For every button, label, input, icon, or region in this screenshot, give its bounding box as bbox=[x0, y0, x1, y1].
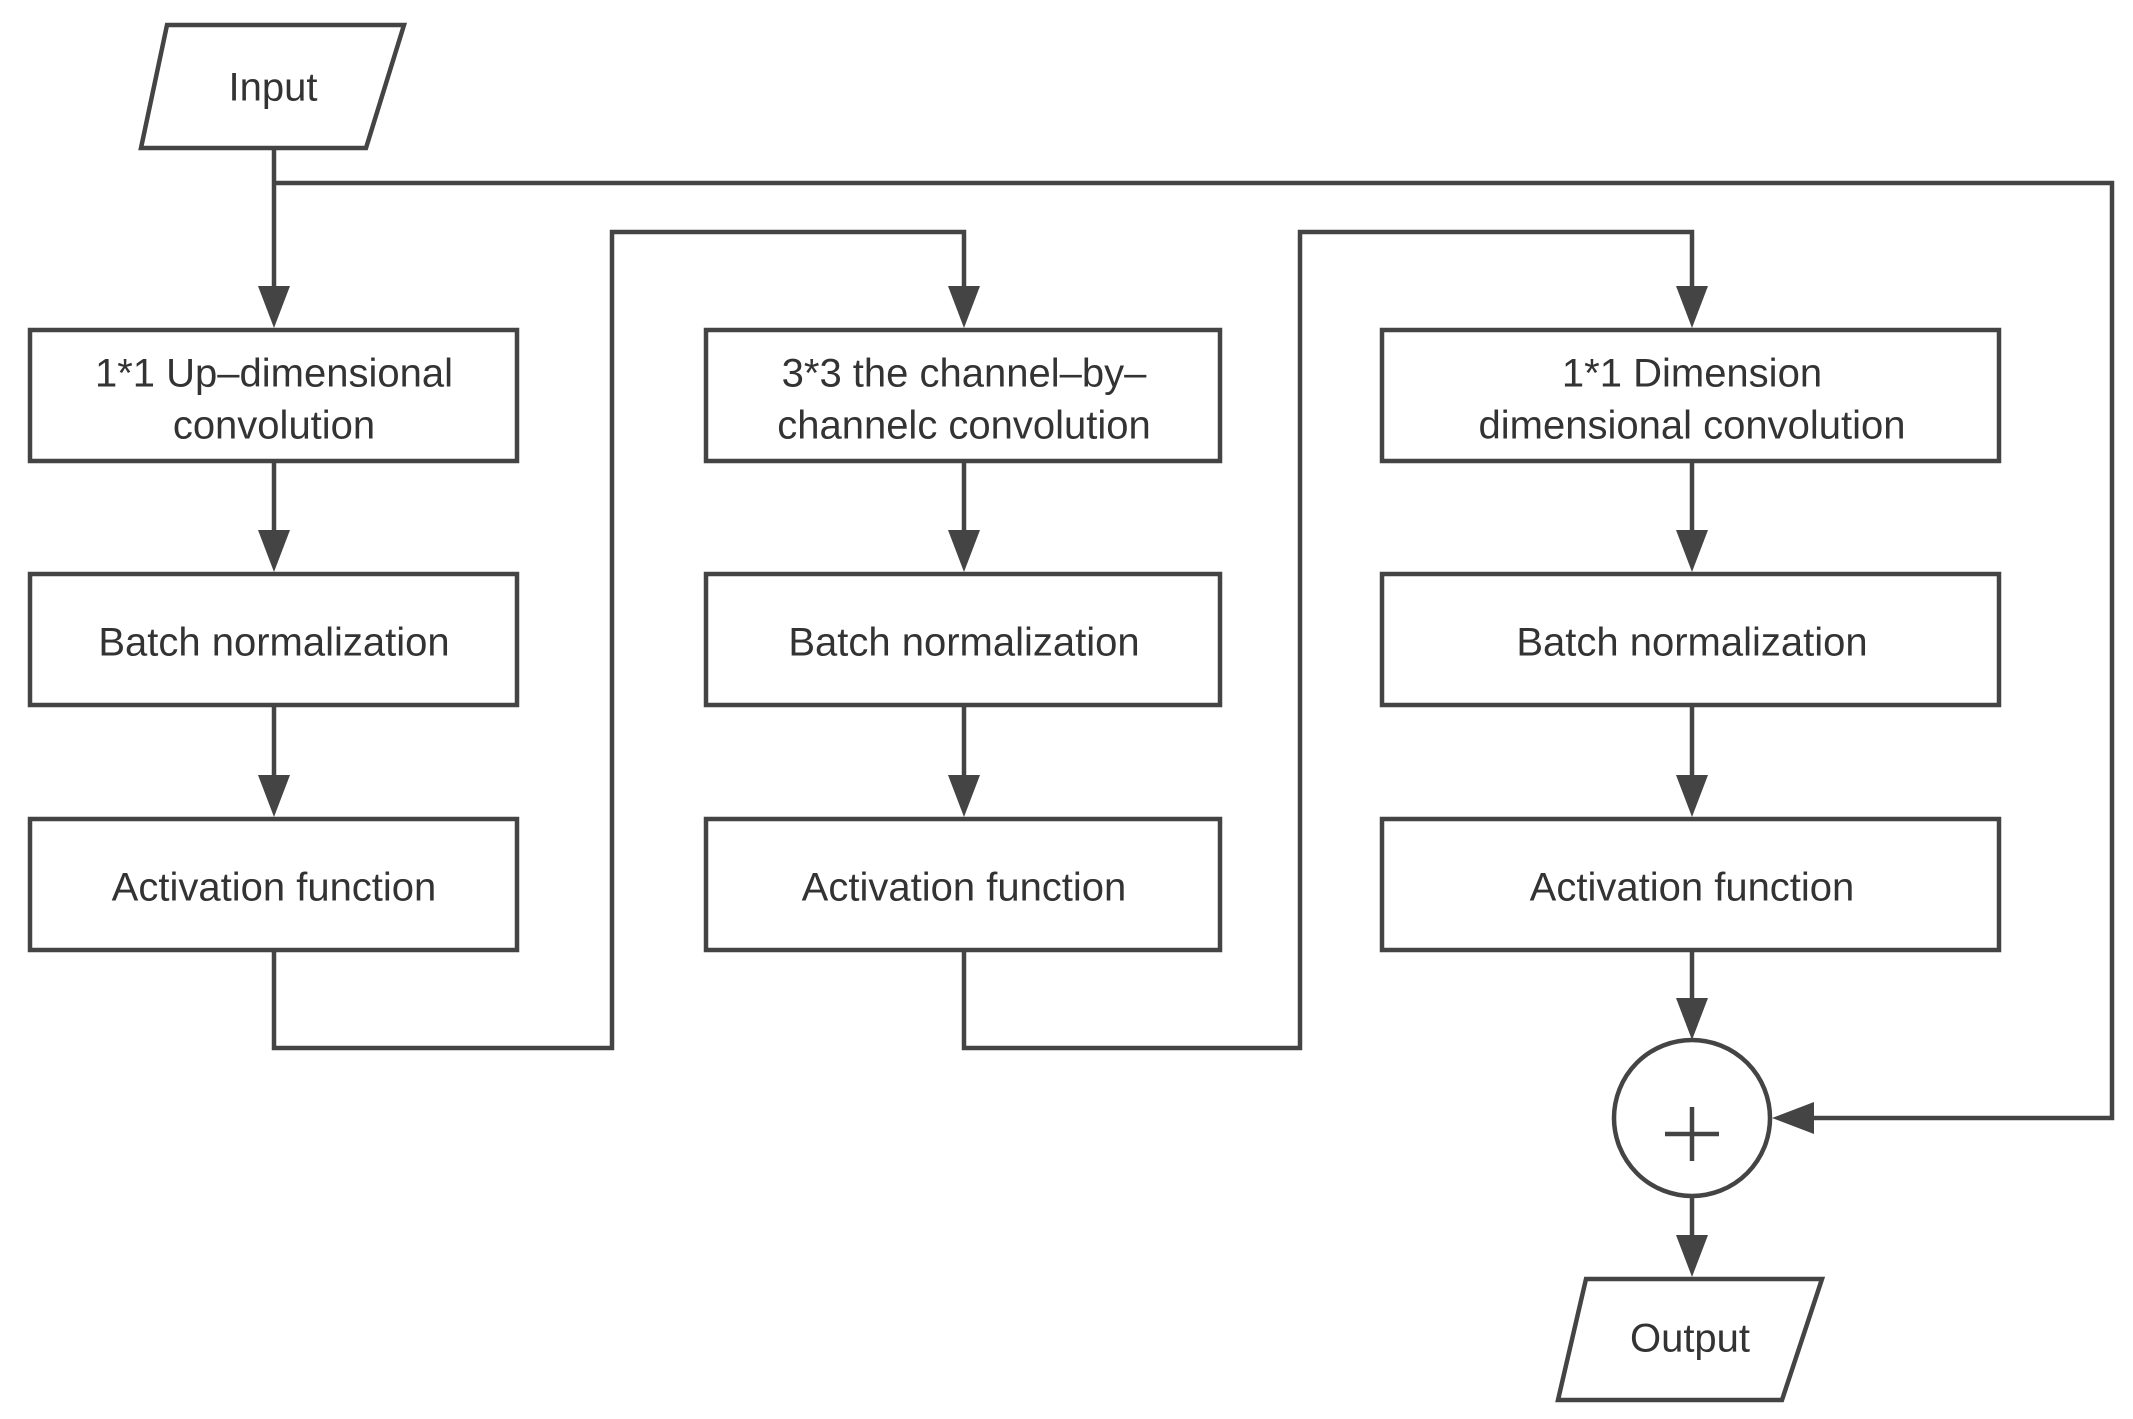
branch1-conv-to-bn-arrowhead bbox=[258, 530, 290, 572]
branch-3: 1*1 Dimension dimensional convolution Ba… bbox=[1379, 327, 2002, 953]
branch1-conv-line1: 1*1 Up–dimensional bbox=[95, 352, 453, 396]
branch2-conv-line1: 3*3 the channel–by– bbox=[782, 352, 1148, 396]
arrow-into-branch3-conv bbox=[1676, 286, 1708, 328]
branch1-bn-label: Batch normalization bbox=[98, 621, 449, 665]
branch3-conv-line2: dimensional convolution bbox=[1479, 404, 1906, 448]
branch3-act-label: Activation function bbox=[1530, 866, 1855, 910]
branch3-bn-label: Batch normalization bbox=[1516, 621, 1867, 665]
branch1-conv-box bbox=[27, 327, 520, 464]
branch2-act-box bbox=[703, 816, 1223, 953]
arrow-into-branch2-conv bbox=[948, 286, 980, 328]
sum-node bbox=[1611, 1037, 1773, 1199]
branch-2: 3*3 the channel–by– channelc convolution… bbox=[703, 327, 1223, 953]
branch1-to-branch2-connector bbox=[271, 229, 967, 1051]
skip-connection-line bbox=[274, 180, 2115, 1121]
sum-to-output-arrowhead bbox=[1676, 1235, 1708, 1277]
branch-1: 1*1 Up–dimensional convolution Batch nor… bbox=[27, 327, 520, 953]
branch2-bn-to-act-arrowhead bbox=[948, 775, 980, 817]
input-label: Input bbox=[229, 66, 318, 110]
output-label: Output bbox=[1630, 1317, 1750, 1361]
branch2-conv-to-bn-arrowhead bbox=[948, 530, 980, 572]
output-node: Output bbox=[1555, 1276, 1826, 1403]
arrow-into-branch1-conv bbox=[258, 286, 290, 328]
skip-connection-arrowhead bbox=[1772, 1102, 1814, 1134]
branch2-bn-label: Batch normalization bbox=[788, 621, 1139, 665]
branch3-conv-to-bn-arrowhead bbox=[1676, 530, 1708, 572]
branch1-act-box bbox=[27, 816, 520, 953]
branch2-act-label: Activation function bbox=[802, 866, 1127, 910]
branch2-conv-line2: channelc convolution bbox=[777, 404, 1151, 448]
branch1-bn-to-act-arrowhead bbox=[258, 775, 290, 817]
branch1-conv-line2: convolution bbox=[173, 404, 375, 448]
branch2-to-branch3-connector bbox=[961, 229, 1695, 1051]
branch3-bn-to-act-arrowhead bbox=[1676, 775, 1708, 817]
branch3-to-sum-arrowhead bbox=[1676, 998, 1708, 1040]
branch1-bn-box bbox=[27, 571, 520, 708]
branch3-bn-box bbox=[1379, 571, 2002, 708]
input-node: Input bbox=[138, 22, 408, 151]
branch1-act-label: Activation function bbox=[112, 866, 437, 910]
branch3-conv-line1: 1*1 Dimension bbox=[1562, 352, 1822, 396]
branch3-act-box bbox=[1379, 816, 2002, 953]
